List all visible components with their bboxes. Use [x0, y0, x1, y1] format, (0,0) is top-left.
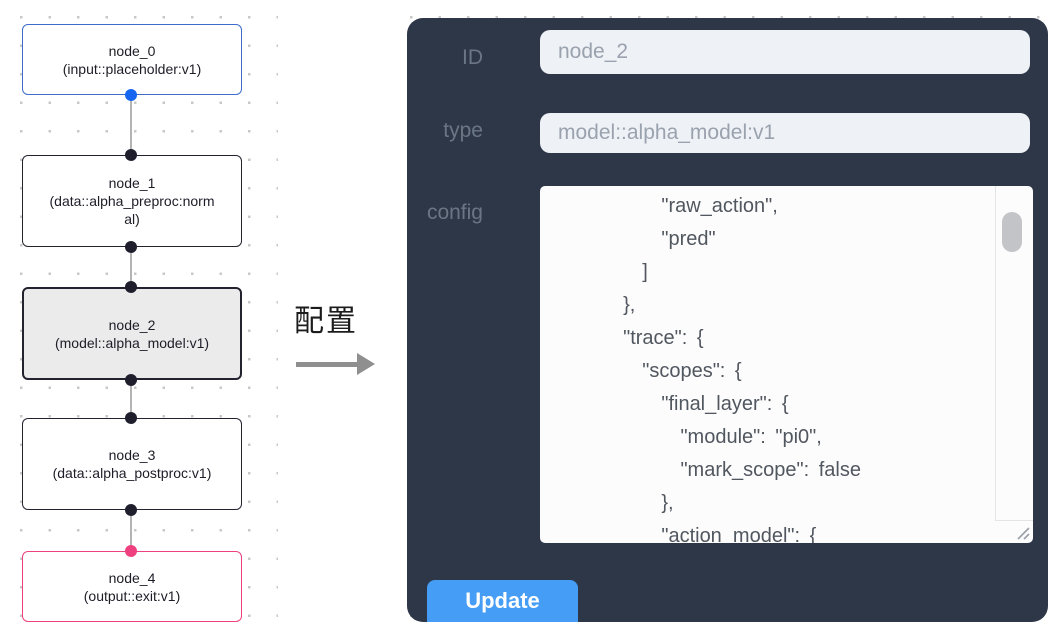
id-field-label: ID	[462, 46, 483, 69]
config-json-text[interactable]: "raw_action", "pred" ] }, "trace": { "sc…	[623, 195, 861, 543]
node-1-output-port[interactable]	[125, 241, 137, 253]
config-annotation: 配置	[294, 296, 394, 375]
config-textarea[interactable]: "raw_action", "pred" ] }, "trace": { "sc…	[540, 186, 1033, 543]
type-input[interactable]	[540, 113, 1030, 153]
edge-node2-node3[interactable]	[130, 380, 132, 418]
update-button[interactable]: Update	[427, 580, 578, 622]
node-2-type: (model::alpha_model:v1)	[54, 334, 210, 351]
resize-handle-icon[interactable]	[1014, 524, 1030, 540]
edge-node1-node2[interactable]	[130, 247, 132, 287]
node-1-input-port[interactable]	[125, 149, 137, 161]
edge-node0-node1[interactable]	[130, 95, 132, 155]
scrollbar-corner-divider	[995, 520, 1033, 521]
node-3-input-port[interactable]	[125, 412, 137, 424]
node-3-id: node_3	[108, 447, 156, 463]
node-3-type: (data::alpha_postproc:v1)	[52, 465, 212, 481]
edge-node3-node4[interactable]	[130, 510, 132, 551]
node-0[interactable]: node_0 (input::placeholder:v1)	[22, 24, 242, 95]
node-1-id: node_1	[108, 175, 156, 191]
node-3-output-port[interactable]	[125, 504, 137, 516]
config-annotation-label: 配置	[294, 305, 358, 338]
node-4-type: (output::exit:v1)	[83, 587, 181, 604]
scrollbar-thumb[interactable]	[1002, 212, 1022, 252]
node-2-output-port[interactable]	[125, 374, 137, 386]
node-4[interactable]: node_4 (output::exit:v1)	[22, 551, 242, 622]
node-2-id: node_2	[108, 316, 156, 333]
node-0-output-port[interactable]	[125, 89, 137, 101]
node-4-id: node_4	[108, 569, 156, 586]
node-4-input-port[interactable]	[125, 545, 137, 557]
scrollbar-track-divider	[995, 186, 996, 520]
node-config-panel: ID type config "raw_action", "pred" ] },…	[407, 18, 1048, 622]
node-0-type: (input::placeholder:v1)	[62, 60, 202, 77]
node-1[interactable]: node_1 (data::alpha_preproc:normal)	[22, 155, 242, 247]
node-0-id: node_0	[108, 42, 156, 59]
type-field-label: type	[443, 119, 483, 142]
node-2[interactable]: node_2 (model::alpha_model:v1)	[22, 287, 242, 380]
node-2-input-port[interactable]	[125, 281, 137, 293]
flow-canvas[interactable]: node_0 (input::placeholder:v1) node_1 (d…	[0, 0, 278, 643]
id-input[interactable]	[540, 30, 1030, 74]
node-1-type: (data::alpha_preproc:normal)	[49, 193, 215, 227]
config-field-label: config	[426, 201, 483, 224]
right-arrow-icon	[294, 353, 377, 375]
node-3[interactable]: node_3 (data::alpha_postproc:v1)	[22, 418, 242, 510]
